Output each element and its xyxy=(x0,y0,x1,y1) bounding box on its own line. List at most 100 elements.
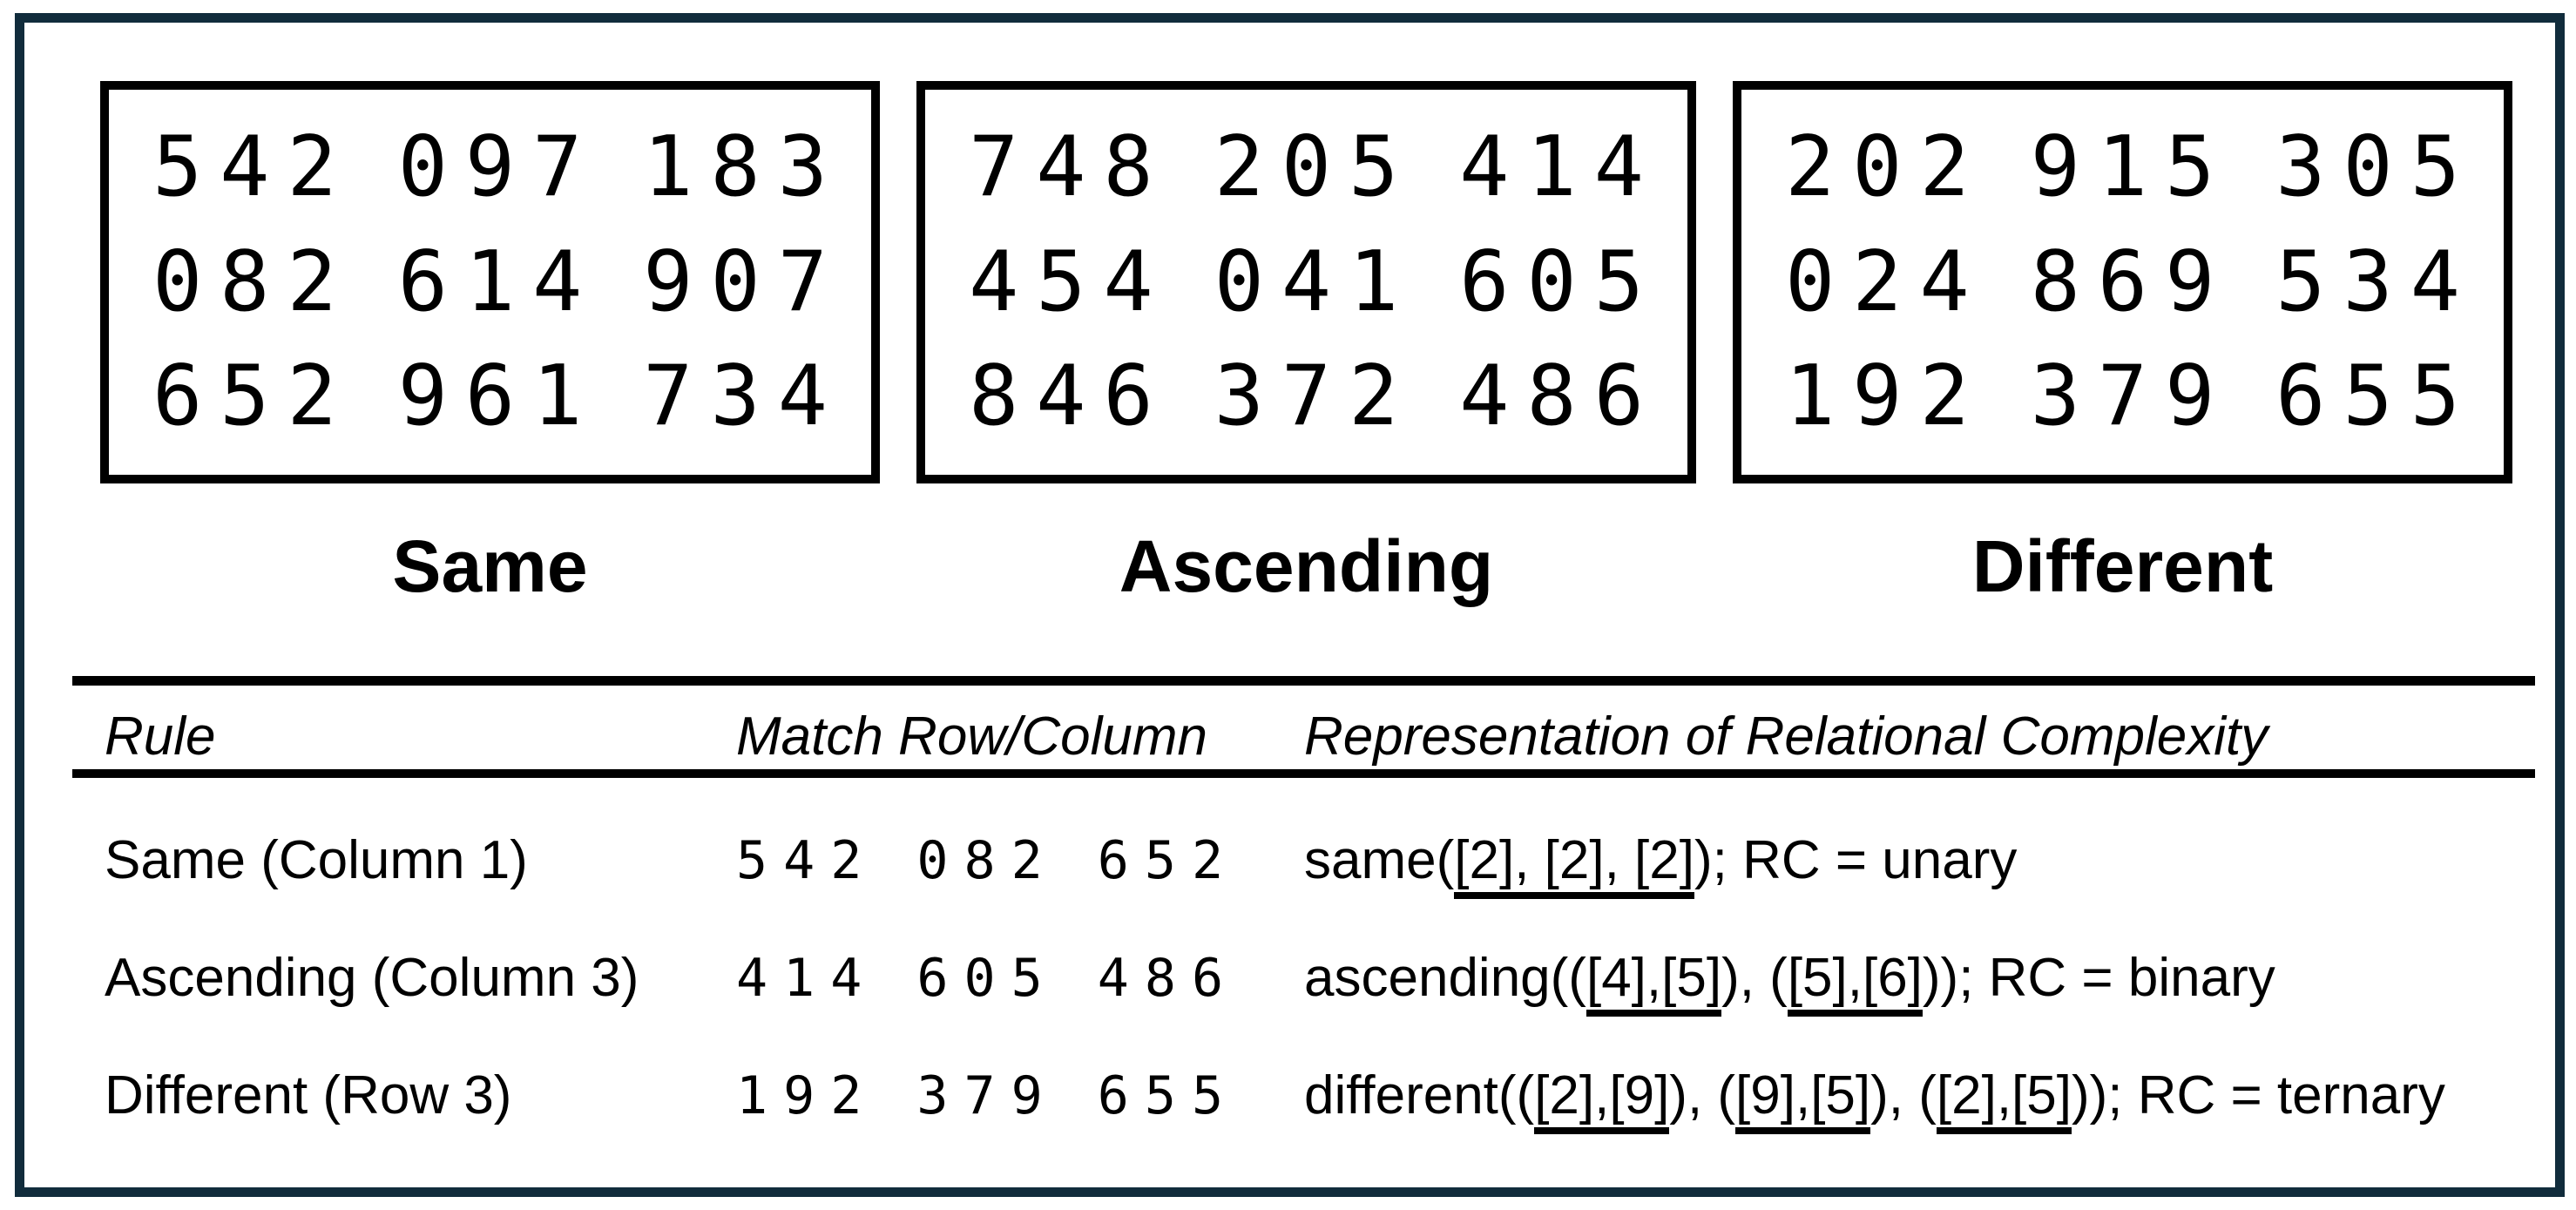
underlined-segment: [2],[5] xyxy=(1936,1069,2072,1134)
matrix-digit: 1 xyxy=(1526,119,1577,216)
match-triplet: 605 xyxy=(916,948,1058,1009)
matrix-digit: 0 xyxy=(2343,119,2393,216)
matrix-digit: 6 xyxy=(152,348,203,444)
matrix-digit: 2 xyxy=(287,233,337,330)
matrix-digit: 7 xyxy=(1281,348,1332,444)
matrix-digit: 0 xyxy=(152,233,203,330)
matrix-digit: 9 xyxy=(643,233,693,330)
matrix-digit: 2 xyxy=(1852,233,1903,330)
matrix-digit: 5 xyxy=(220,348,270,444)
matrix-digit: 0 xyxy=(1785,233,1836,330)
matrix-digit: 3 xyxy=(2343,233,2393,330)
underlined-segment: [4],[5] xyxy=(1585,951,1722,1017)
rule-cell: Different (Row 3) xyxy=(105,1065,512,1126)
header-rule: Rule xyxy=(105,706,216,767)
matrix-digit: 0 xyxy=(1852,119,1903,216)
matrix-digit: 9 xyxy=(2030,119,2080,216)
underlined-segment: [2],[9] xyxy=(1534,1069,1670,1134)
rule-cell: Same (Column 1) xyxy=(105,830,528,890)
matrix-digit: 9 xyxy=(2165,233,2215,330)
underlined-segment: [2], [2], [2] xyxy=(1454,834,1694,899)
matrix-digit: 5 xyxy=(2165,119,2215,216)
match-cell: 414 605 486 xyxy=(736,943,1239,1013)
header-representation: Representation of Relational Complexity xyxy=(1304,706,2268,767)
matrix-digit: 4 xyxy=(969,233,1019,330)
matrix-digit: 3 xyxy=(710,348,761,444)
table-header-rule xyxy=(72,769,2535,778)
matrix-digit: 2 xyxy=(287,119,337,216)
text-segment: ); RC = unary xyxy=(1694,830,2018,890)
representation-cell: different(([2],[9]), ([9],[5]), ([2],[5]… xyxy=(1304,1061,2445,1134)
matrix-digit: 5 xyxy=(2410,348,2460,444)
matrix-digit: 0 xyxy=(1281,119,1332,216)
matrix-digit: 9 xyxy=(397,348,448,444)
match-triplet: 486 xyxy=(1097,948,1240,1009)
matrix-digit: 4 xyxy=(220,119,270,216)
text-segment: ), ( xyxy=(1669,1065,1736,1126)
matrix-digit: 0 xyxy=(1526,233,1577,330)
matrix-digit: 1 xyxy=(643,119,693,216)
text-segment: different(( xyxy=(1304,1065,1535,1126)
representation-cell: ascending(([4],[5]), ([5],[6])); RC = bi… xyxy=(1304,943,2275,1017)
matrix-digit: 2 xyxy=(1919,348,1970,444)
matrix-digit: 1 xyxy=(532,348,583,444)
matrix-digit: 7 xyxy=(969,119,1019,216)
text-segment: ascending(( xyxy=(1304,948,1586,1008)
matrix-digit: 1 xyxy=(1785,348,1836,444)
outer-border xyxy=(15,13,2565,1197)
matrix-label-same: Same xyxy=(392,525,588,607)
matrix-digit: 0 xyxy=(397,119,448,216)
matrix-digit: 3 xyxy=(2275,119,2326,216)
matrix-digit: 4 xyxy=(1036,119,1086,216)
match-triplet: 414 xyxy=(736,948,878,1009)
matrix-digit: 6 xyxy=(1103,348,1153,444)
matrix-digit: 9 xyxy=(464,119,516,216)
matrix-digit: 8 xyxy=(2030,233,2080,330)
matrix-digit: 5 xyxy=(2343,348,2393,444)
matrix-digit: 1 xyxy=(1349,233,1399,330)
matrix-digit: 7 xyxy=(777,233,828,330)
matrix-digit: 7 xyxy=(532,119,583,216)
matrix-digit: 3 xyxy=(1214,348,1264,444)
matrix-digit: 5 xyxy=(152,119,203,216)
matrix-digit: 6 xyxy=(1459,233,1510,330)
matrix-digit: 6 xyxy=(2275,348,2326,444)
matrix-digit: 3 xyxy=(2030,348,2080,444)
matrix-digit: 4 xyxy=(1593,119,1644,216)
matrix-label-different: Different xyxy=(1971,525,2274,607)
match-triplet: 655 xyxy=(1097,1065,1240,1126)
matrix-digit: 8 xyxy=(710,119,761,216)
matrix-digit: 4 xyxy=(1919,233,1970,330)
matrix-digit: 1 xyxy=(464,233,516,330)
text-segment: )); RC = ternary xyxy=(2071,1065,2445,1126)
